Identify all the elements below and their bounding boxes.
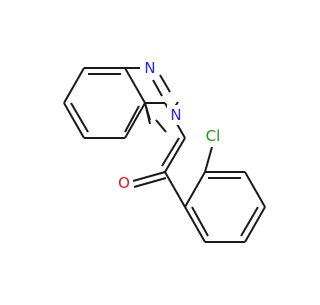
- oxygen-atom-label: O: [118, 174, 130, 192]
- bond: [155, 119, 167, 133]
- bond: [164, 137, 186, 173]
- bond: [132, 171, 166, 182]
- chlorine-atom-label: Cl: [206, 127, 221, 145]
- bond: [124, 67, 146, 104]
- atom-label-layer: N N O Cl: [115, 58, 226, 193]
- bond: [124, 105, 140, 133]
- bond: [70, 102, 89, 133]
- bond: [204, 146, 213, 173]
- bond: [161, 137, 180, 167]
- bond: [133, 177, 167, 188]
- bond: [184, 206, 206, 243]
- bond: [63, 67, 85, 104]
- bond: [63, 102, 85, 139]
- bond: [244, 171, 266, 208]
- bond: [152, 79, 163, 97]
- bond: [159, 74, 171, 93]
- nitrogen-atom-label: N: [144, 59, 155, 77]
- bond: [244, 206, 266, 243]
- bond: [124, 102, 146, 139]
- molecule-diagram: N N O Cl: [63, 58, 266, 243]
- bond: [240, 206, 259, 237]
- bond: [144, 102, 151, 125]
- bond: [184, 171, 206, 208]
- bond: [164, 171, 186, 208]
- bond: [191, 206, 209, 237]
- bond-layer: [63, 67, 266, 243]
- structure-canvas: N N O Cl: [63, 58, 266, 243]
- nitrogen-atom-label: N: [170, 106, 181, 124]
